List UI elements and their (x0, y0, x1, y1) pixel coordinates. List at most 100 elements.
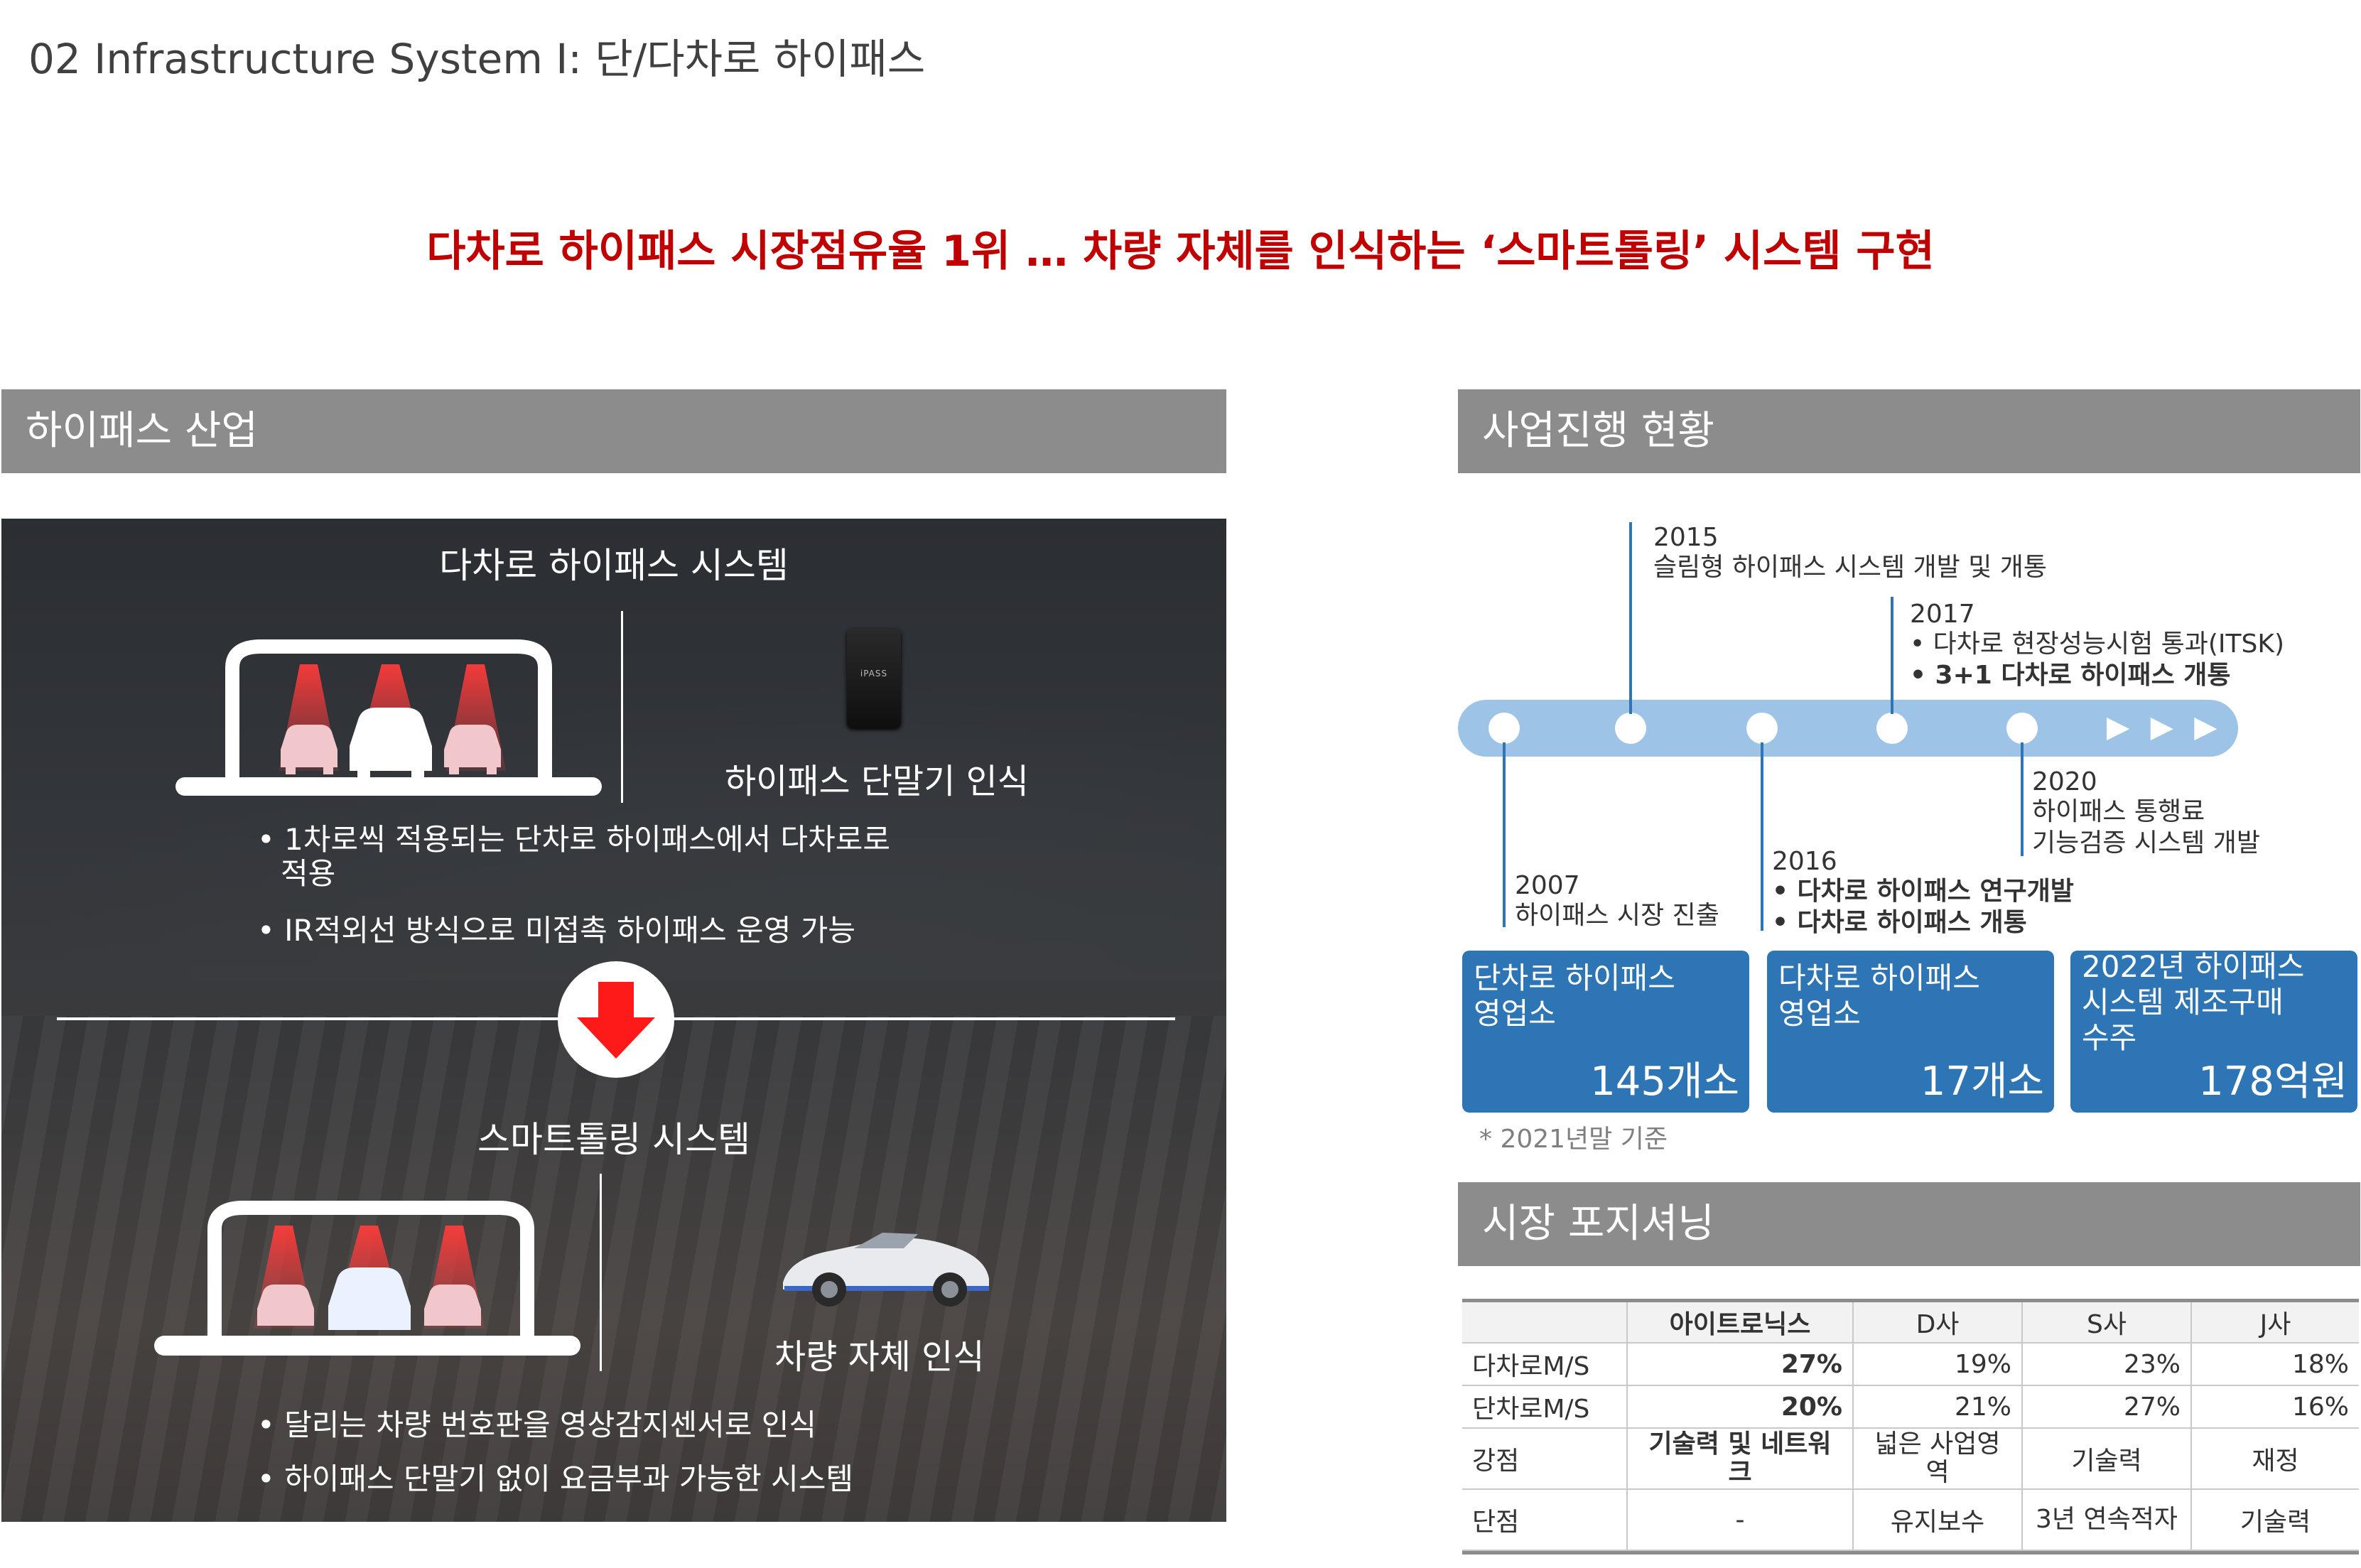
timeline-year-2020: 2020 (2032, 767, 2097, 796)
timeline-year-2015: 2015 (1653, 523, 1719, 552)
section-header-label: 하이패스 산업 (26, 408, 258, 454)
timeline-year-2017: 2017 (1910, 600, 1975, 629)
table-cell: 기술력 (2191, 1489, 2359, 1551)
table-cell: 넓은 사업영역 (1853, 1428, 2023, 1490)
smart-tolling-title: 스마트톨링 시스템 (477, 1119, 750, 1160)
stat-label: 다차로 하이패스 (1778, 961, 1980, 995)
section-header-label: 시장 포지셔닝 (1482, 1201, 1714, 1247)
table-cell: 기술력 (2022, 1428, 2192, 1490)
table-cell: 27% (2022, 1385, 2192, 1429)
timeline-desc-2017: • 다차로 현장성능시험 통과(ITSK) (1910, 629, 2285, 659)
table-header-cell: D사 (1853, 1302, 2023, 1343)
timeline-dot-2007 (1489, 713, 1520, 744)
stat-label: 영업소 (1474, 996, 1556, 1031)
timeline-connector (1761, 742, 1763, 931)
table-row-label: 강점 (1462, 1428, 1628, 1490)
section-header-progress: 사업진행 현황 (1458, 389, 2360, 473)
timeline-desc-2007: 하이패스 시장 진출 (1515, 901, 1719, 930)
table-row: 단차로M/S 20% 21% 27% 16% (1462, 1385, 2359, 1429)
vehicle-icon (783, 1233, 989, 1307)
timeline-connector (1503, 742, 1506, 927)
table-row-label: 단점 (1462, 1489, 1628, 1551)
toll-gate-icon (154, 1201, 580, 1356)
timeline-dot-2020 (2006, 713, 2038, 744)
stat-value: 178억원 (2198, 1059, 2348, 1105)
arrow-down-icon (558, 961, 674, 1078)
table-cell: 3년 연속적자 (2022, 1489, 2192, 1551)
timeline-bar (1458, 700, 2238, 757)
footnote: * 2021년말 기준 (1479, 1125, 1668, 1154)
table-cell: 재정 (2191, 1428, 2359, 1490)
stat-label: 시스템 제조구매 (2082, 985, 2284, 1020)
timeline-desc-2020: 하이패스 통행료 (2032, 797, 2205, 826)
table-cell: - (1627, 1489, 1854, 1551)
timeline-year-2016: 2016 (1772, 847, 1837, 876)
table-header-row: 아이트로닉스 D사 S사 J사 (1462, 1302, 2359, 1343)
table-cell: 기술력 및 네트워크 (1627, 1428, 1854, 1490)
divider-line (621, 611, 623, 803)
table-cell: 16% (2191, 1385, 2359, 1429)
table-row: 다차로M/S 27% 19% 23% 18% (1462, 1343, 2359, 1386)
device-caption: 하이패스 단말기 인식 (725, 762, 1029, 801)
stat-label: 수주 (2082, 1020, 2137, 1055)
car-icon (257, 1285, 314, 1326)
stat-value: 17개소 (1920, 1059, 2044, 1105)
car-icon (350, 708, 432, 779)
multilane-bullet-continuation: 적용 (281, 856, 336, 891)
timeline-desc-2020: 기능검증 시스템 개발 (2032, 828, 2260, 858)
stat-box-order: 2022년 하이패스 시스템 제조구매 수주 178억원 (2070, 949, 2357, 1113)
device-brand: iPASS (860, 669, 888, 678)
timeline-desc-2016-bold: • 다차로 하이패스 연구개발 (1772, 877, 2074, 906)
market-positioning-table: 아이트로닉스 D사 S사 J사 다차로M/S 27% 19% 23% 18% 단… (1462, 1299, 2359, 1555)
table-header-cell: S사 (2022, 1302, 2192, 1343)
table-row-label: 다차로M/S (1462, 1343, 1628, 1386)
car-icon (444, 725, 501, 774)
timeline-dot-2017 (1876, 713, 1908, 744)
car-icon (281, 725, 337, 774)
timeline-desc-2016-bold: • 다차로 하이패스 개통 (1772, 908, 2027, 937)
vehicle-caption: 차량 자체 인식 (774, 1337, 985, 1377)
table-cell: 21% (1853, 1385, 2023, 1429)
table-cell: 27% (1627, 1343, 1854, 1386)
stat-label: 영업소 (1778, 996, 1861, 1031)
timeline-year-2007: 2007 (1515, 871, 1580, 900)
timeline-desc-2017-bold: • 3+1 다차로 하이패스 개통 (1910, 661, 2231, 690)
smart-bullet: 하이패스 단말기 없이 요금부과 가능한 시스템 (257, 1455, 853, 1498)
multilane-title: 다차로 하이패스 시스템 (439, 545, 789, 586)
timeline-dot-2016 (1746, 713, 1778, 744)
timeline-connector (1891, 597, 1893, 714)
table-cell: 유지보수 (1853, 1489, 2023, 1551)
section-header-label: 사업진행 현황 (1482, 408, 1714, 454)
stat-box-multi-lane: 다차로 하이패스 영업소 17개소 (1767, 951, 2054, 1113)
timeline-desc-2015: 슬림형 하이패스 시스템 개발 및 개통 (1653, 553, 2048, 582)
table-cell: 20% (1627, 1385, 1854, 1429)
stat-value: 145개소 (1590, 1059, 1739, 1105)
stat-label: 단차로 하이패스 (1474, 961, 1675, 995)
car-icon (424, 1285, 481, 1326)
divider-line (600, 1174, 602, 1371)
table-row: 강점 기술력 및 네트워크 넓은 사업영역 기술력 재정 (1462, 1428, 2359, 1490)
car-icon (328, 1267, 411, 1330)
table-cell: 23% (2022, 1343, 2192, 1386)
timeline-connector (2021, 742, 2024, 856)
stat-label: 2022년 하이패스 (2082, 949, 2305, 984)
timeline-arrows: ▶ ▶ ▶ (2107, 709, 2223, 744)
section-header-hipass-industry: 하이패스 산업 (1, 389, 1226, 473)
smart-bullet: 달리는 차량 번호판을 영상감지센서로 인식 (257, 1401, 816, 1444)
hipass-device-icon: iPASS (847, 629, 901, 728)
table-cell: 18% (2191, 1343, 2359, 1386)
table-row: 단점 - 유지보수 3년 연속적자 기술력 (1462, 1489, 2359, 1551)
hipass-industry-panel: 다차로 하이패스 시스템 iPASS 하이패스 단말기 인식 (1, 519, 1226, 1522)
headline: 다차로 하이패스 시장점유율 1위 … 차량 자체를 인식하는 ‘스마트톨링’ … (426, 227, 1935, 276)
section-header-positioning: 시장 포지셔닝 (1458, 1182, 2360, 1266)
stat-box-single-lane: 단차로 하이패스 영업소 145개소 (1462, 951, 1749, 1113)
page-title: 02 Infrastructure System Ⅰ: 단/다차로 하이패스 (28, 35, 926, 83)
table-header-cell: 아이트로닉스 (1627, 1302, 1854, 1343)
timeline-connector (1629, 522, 1632, 714)
table-header-cell: J사 (2191, 1302, 2359, 1343)
toll-gate-icon (175, 639, 602, 796)
multilane-bullet: IR적외선 방식으로 미접촉 하이패스 운영 가능 (257, 907, 855, 950)
timeline-dot-2015 (1615, 713, 1646, 744)
table-row-label: 단차로M/S (1462, 1385, 1628, 1429)
multilane-bullet: 1차로씩 적용되는 단차로 하이패스에서 다차로로 (257, 816, 890, 859)
